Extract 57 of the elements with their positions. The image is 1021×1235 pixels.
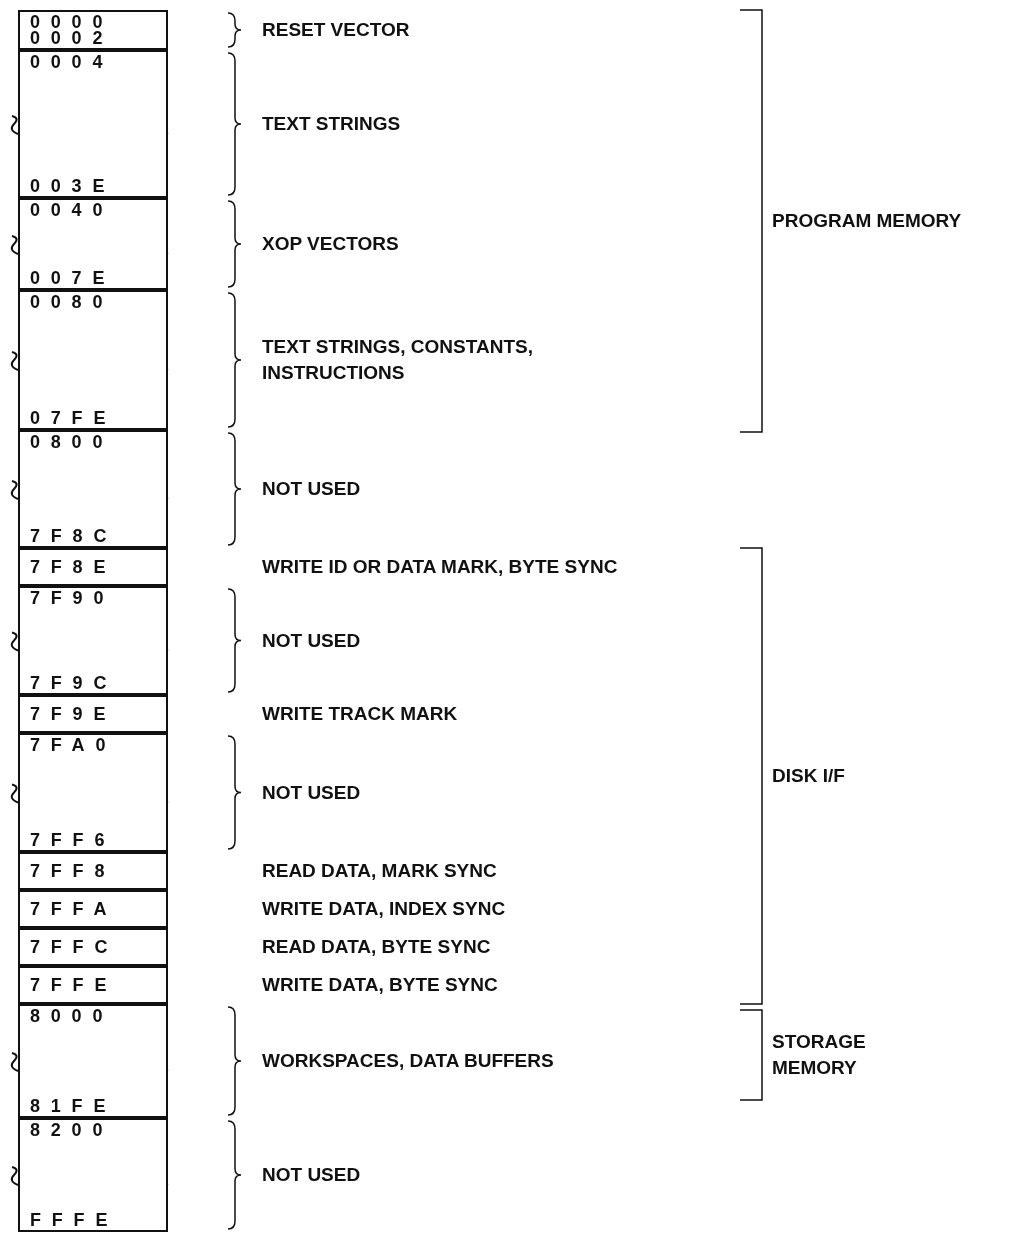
address-label: 81FE xyxy=(30,1097,117,1115)
memory-block xyxy=(18,198,168,290)
address-label: 7F9C xyxy=(30,674,118,692)
address-label: 0040 xyxy=(30,201,114,219)
section-label: DISK I/F xyxy=(772,764,845,788)
address-label: 7F9E xyxy=(30,705,117,723)
region-label: RESET VECTOR xyxy=(262,18,410,42)
memory-block xyxy=(18,430,168,548)
memory-block xyxy=(18,852,168,890)
region-label: TEXT STRINGS, CONSTANTS, INSTRUCTIONS xyxy=(262,335,534,385)
address-label: 007E xyxy=(30,269,116,287)
address-label: 7F8E xyxy=(30,558,117,576)
memory-block xyxy=(18,966,168,1004)
address-label: 7F90 xyxy=(30,589,115,607)
region-label: NOT USED xyxy=(262,780,361,805)
memory-block xyxy=(18,50,168,198)
address-label: 0000 xyxy=(30,13,114,31)
section-label: PROGRAM MEMORY xyxy=(772,209,962,233)
memory-block xyxy=(18,695,168,733)
address-label: 0080 xyxy=(30,293,114,311)
address-label: 0004 xyxy=(30,53,114,71)
address-label: FFFE xyxy=(30,1211,119,1229)
region-label: WRITE DATA, INDEX SYNC xyxy=(262,897,506,921)
address-label: 7FFC xyxy=(30,938,119,956)
memory-block xyxy=(18,733,168,852)
memory-block xyxy=(18,1118,168,1232)
memory-block xyxy=(18,1004,168,1118)
address-label: 0002 xyxy=(30,29,114,47)
address-label: 0800 xyxy=(30,433,114,451)
memory-block xyxy=(18,890,168,928)
region-label: NOT USED xyxy=(262,1163,361,1187)
memory-block xyxy=(18,928,168,966)
memory-block xyxy=(18,10,168,50)
memory-block xyxy=(18,290,168,430)
address-label: 7FF8 xyxy=(30,862,116,880)
address-label: 7F8C xyxy=(30,527,118,545)
address-label: 003E xyxy=(30,177,116,195)
region-label: READ DATA, MARK SYNC xyxy=(262,859,497,883)
region-label: WRITE TRACK MARK xyxy=(262,702,458,726)
address-label: 7FA0 xyxy=(30,736,117,754)
address-label: 07FE xyxy=(30,409,117,427)
address-label: 8200 xyxy=(30,1121,114,1139)
region-label: WORKSPACES, DATA BUFFERS xyxy=(262,1049,554,1073)
memory-block xyxy=(18,586,168,695)
region-label: TEXT STRINGS xyxy=(262,112,401,136)
region-label: READ DATA, BYTE SYNC xyxy=(262,935,491,959)
address-label: 7FFA xyxy=(30,900,118,918)
region-label: XOP VECTORS xyxy=(262,232,399,256)
memory-block xyxy=(18,548,168,586)
address-label: 8000 xyxy=(30,1007,114,1025)
section-label: STORAGE MEMORY xyxy=(772,1030,867,1080)
region-label: WRITE ID OR DATA MARK, BYTE SYNC xyxy=(262,555,618,579)
region-label: WRITE DATA, BYTE SYNC xyxy=(262,973,498,997)
region-label: NOT USED xyxy=(262,477,361,501)
address-label: 7FFE xyxy=(30,976,118,994)
address-label: 7FF6 xyxy=(30,831,116,849)
region-label: NOT USED xyxy=(262,628,361,653)
